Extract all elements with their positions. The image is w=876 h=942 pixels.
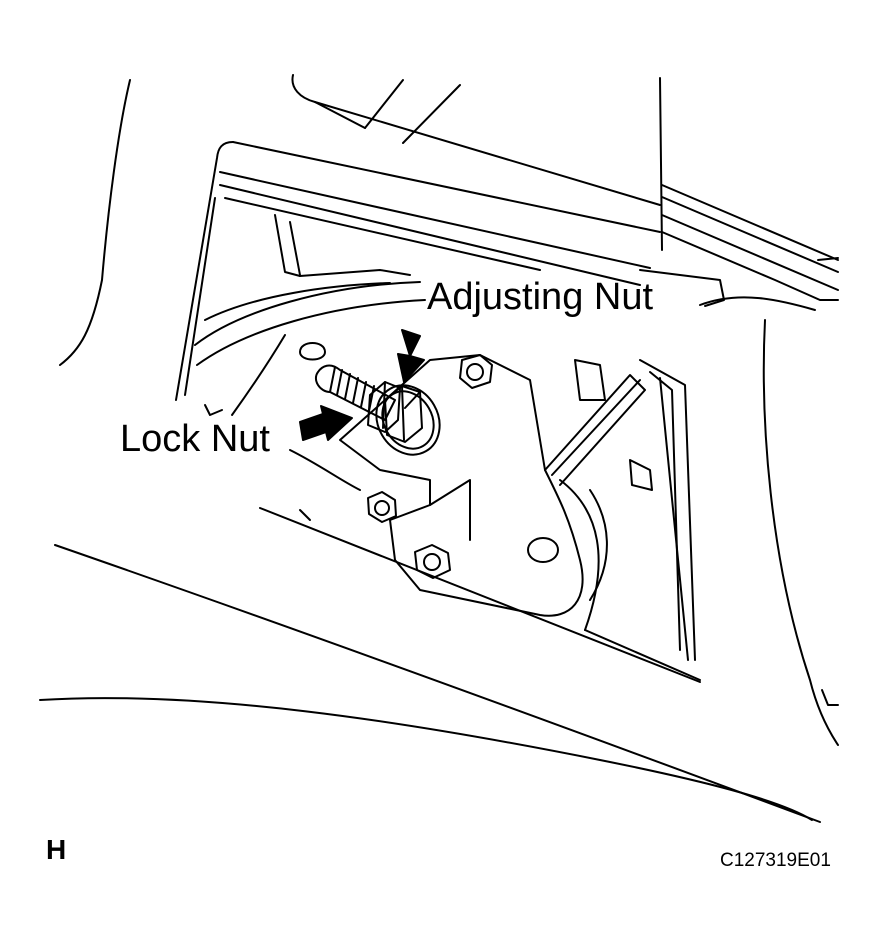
right-rail-3 (662, 215, 838, 290)
upper-panel-edge (292, 75, 365, 128)
upper-panel-vertical (660, 78, 662, 250)
adjusting-nut-arrow (398, 330, 424, 382)
body-outline-left (60, 80, 130, 365)
opening-frame-inner-top-3 (225, 198, 540, 270)
left-slot (300, 343, 325, 360)
pillar-notch (822, 690, 838, 705)
recess-edge-2 (290, 222, 300, 275)
chamber-lower-lines (560, 480, 599, 630)
cable-lower-left (232, 335, 285, 415)
right-rail-end (818, 258, 838, 260)
opening-frame-inner-top-2 (220, 185, 640, 285)
opening-frame-outer (176, 142, 233, 400)
bracket-plate-edge (552, 380, 640, 475)
lower-interior-left (290, 450, 360, 490)
adjusting-washer (364, 374, 452, 466)
right-rail-2 (662, 197, 838, 272)
left-tab (205, 405, 222, 415)
chamber-bottom (585, 630, 700, 680)
right-rail-4 (662, 232, 838, 300)
upper-panel-line-1 (365, 80, 403, 128)
opening-frame-left-inner (185, 198, 215, 395)
lower-hex-nut-left (368, 492, 396, 522)
sweep-line-upper (260, 508, 700, 682)
upper-panel-line-2 (403, 85, 460, 143)
opening-right-step (640, 270, 724, 306)
pad-right (575, 360, 605, 400)
adjusting-nut-label: Adjusting Nut (427, 276, 654, 318)
lower-interior-edge (300, 510, 310, 520)
bracket-hole (528, 538, 558, 562)
threaded-stud (316, 366, 395, 420)
opening-frame-inner-top-1 (220, 172, 650, 268)
upper-panel-crease (315, 102, 660, 205)
opening-frame-top (233, 142, 660, 232)
recess-edge-1 (275, 215, 300, 276)
cable-curve-3 (205, 283, 390, 320)
chamber-right-3 (660, 378, 688, 660)
cable-curve-2 (197, 300, 425, 365)
pad-right-2 (630, 460, 652, 490)
figure-code: C127319E01 (720, 850, 831, 871)
right-rail-1 (662, 185, 838, 260)
pillar-curve-left (700, 297, 815, 310)
bracket-edge-2 (430, 480, 470, 540)
chamber-right-2 (650, 372, 680, 650)
sweep-line-lower (40, 698, 812, 820)
lock-nut-label: Lock Nut (120, 418, 270, 460)
cable-curve-1 (195, 282, 420, 345)
recess-bracket (300, 270, 410, 276)
chamber-right-1 (640, 360, 695, 660)
upper-hex-nut (460, 355, 492, 388)
view-letter: H (46, 834, 67, 865)
bracket-plate (340, 355, 583, 616)
adjusting-nut-hex (385, 386, 422, 442)
sweep-line-mid (55, 545, 820, 822)
pillar-curve (764, 320, 838, 745)
lock-nut-hex (368, 382, 400, 432)
lock-nut-arrow (300, 406, 352, 440)
lower-hex-nut-right (415, 545, 450, 578)
